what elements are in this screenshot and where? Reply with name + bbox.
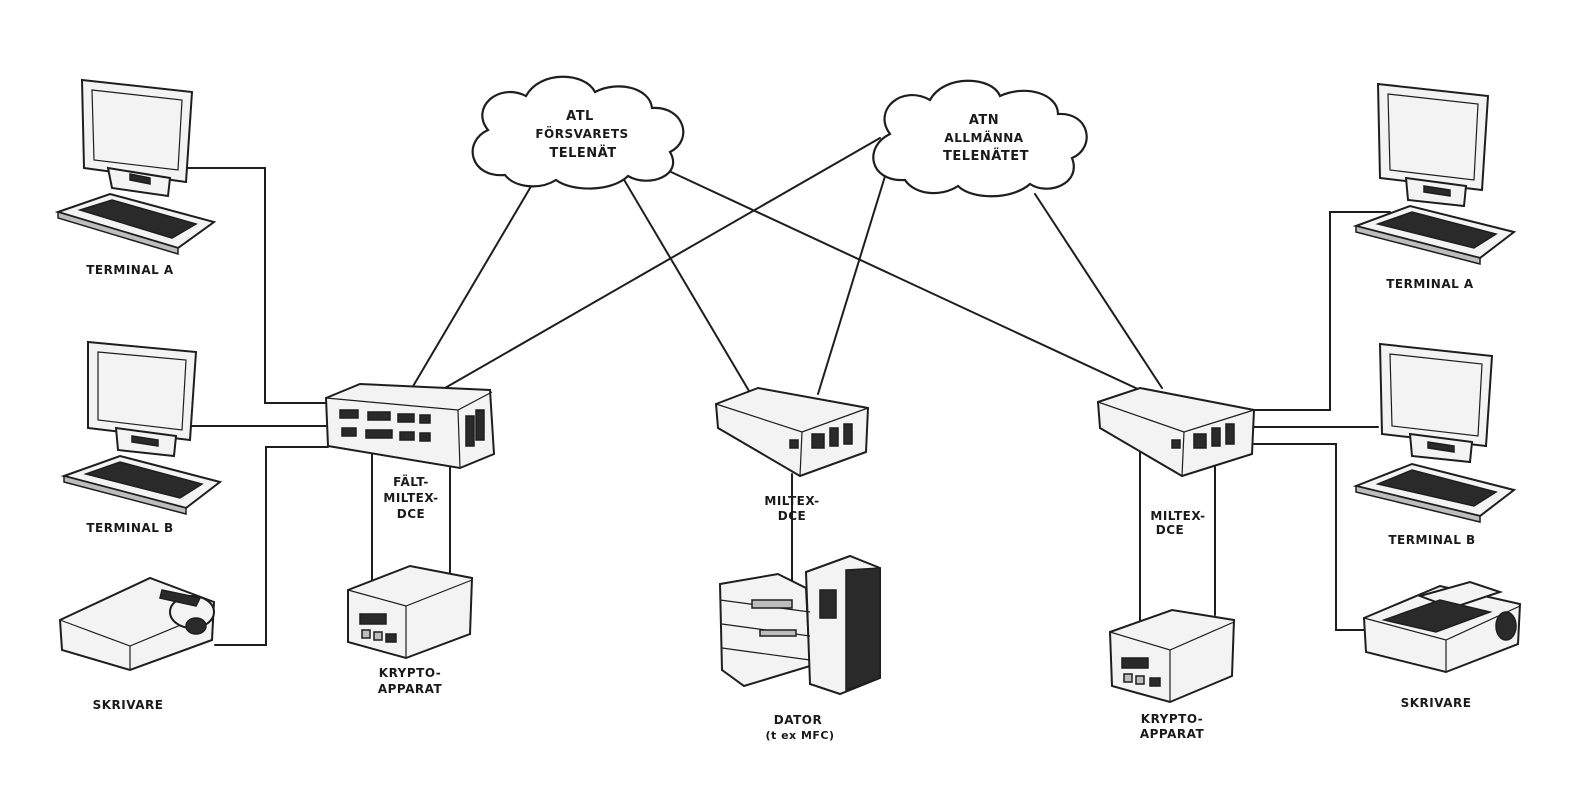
cloud-atn: ATN ALLMÄNNA TELENÄTET [872,79,1088,198]
crypto-unit-icon [347,564,474,660]
right-printer-label: SKRIVARE [1401,696,1472,710]
left-terminal-b-label: TERMINAL B [86,521,173,535]
cloud-atl: ATL FÖRSVARETS TELENÄT [471,75,685,190]
left-printer: SKRIVARE [58,576,216,712]
wire-right-dce-atn [1034,193,1163,389]
dce-unit-icon [1096,386,1256,478]
computer-icon [718,554,881,696]
left-terminal-a: TERMINAL A [54,78,217,277]
right-crypto-label-2: APPARAT [1140,727,1205,741]
center-computer-label-1: DATOR [774,713,822,727]
wire-left-dce-atl [411,182,534,389]
wire-left-dce-atn [444,137,881,389]
cloud-atn-line-2: ALLMÄNNA [944,130,1023,145]
cloud-atl-line-2: FÖRSVARETS [535,126,628,141]
right-terminal-a-label: TERMINAL A [1386,277,1474,291]
printer-icon [1362,580,1522,674]
dce-unit-icon [324,382,496,470]
cloud-atl-line-3: TELENÄT [549,145,616,161]
wire-center-dce-atl [622,177,753,397]
keyboard-icon [1352,204,1517,265]
cloud-atl-line-1: ATL [566,109,594,124]
keyboard-icon [54,192,217,256]
left-dce-label-2: MILTEX- [383,491,438,505]
monitor-icon [1378,342,1494,464]
right-terminal-b: TERMINAL B [1352,342,1517,547]
cloud-atn-line-3: TELENÄTET [943,148,1029,164]
left-dce-label-1: FÄLT- [393,474,429,489]
right-crypto-label-1: KRYPTO- [1141,712,1203,726]
right-dce-label-2: DCE [1156,523,1184,537]
printer-icon [58,576,216,672]
right-terminal-b-label: TERMINAL B [1388,533,1475,547]
right-terminal-a: TERMINAL A [1352,82,1517,291]
monitor-icon [87,340,198,458]
wire-right-dce-atl [655,164,1141,391]
wire-center-dce-atn [817,159,891,395]
monitor-icon [1376,82,1490,208]
keyboard-icon [60,454,223,515]
right-printer: SKRIVARE [1362,580,1522,710]
cloud-atn-line-1: ATN [969,113,999,128]
wire-left-printer [214,446,329,646]
right-dce: MILTEX- DCE [1096,386,1256,537]
center-dce-label-2: DCE [778,509,806,523]
left-dce: FÄLT- MILTEX- DCE [324,382,496,521]
left-dce-label-3: DCE [397,507,425,521]
center-dce-label-1: MILTEX- [764,494,819,508]
right-crypto: KRYPTO- APPARAT [1108,608,1236,741]
left-terminal-b: TERMINAL B [60,340,223,535]
crypto-unit-icon [1108,608,1236,704]
left-printer-label: SKRIVARE [93,698,164,712]
left-crypto-label-2: APPARAT [378,682,443,696]
center-computer-label-2: (t ex MFC) [765,729,834,742]
center-dce: MILTEX- DCE [714,386,870,523]
monitor-icon [80,78,194,198]
connections [184,137,1391,646]
left-crypto: KRYPTO- APPARAT [347,564,474,696]
left-terminal-a-label: TERMINAL A [86,263,174,277]
center-computer: DATOR (t ex MFC) [718,554,881,742]
keyboard-icon [1352,462,1517,523]
wire-right-printer [1253,443,1365,631]
right-dce-label-1: MILTEX- [1150,509,1205,523]
wire-right-terminal-a [1253,211,1391,411]
wire-left-terminal-a [184,167,329,404]
left-crypto-label-1: KRYPTO- [379,666,441,680]
dce-unit-icon [714,386,870,478]
